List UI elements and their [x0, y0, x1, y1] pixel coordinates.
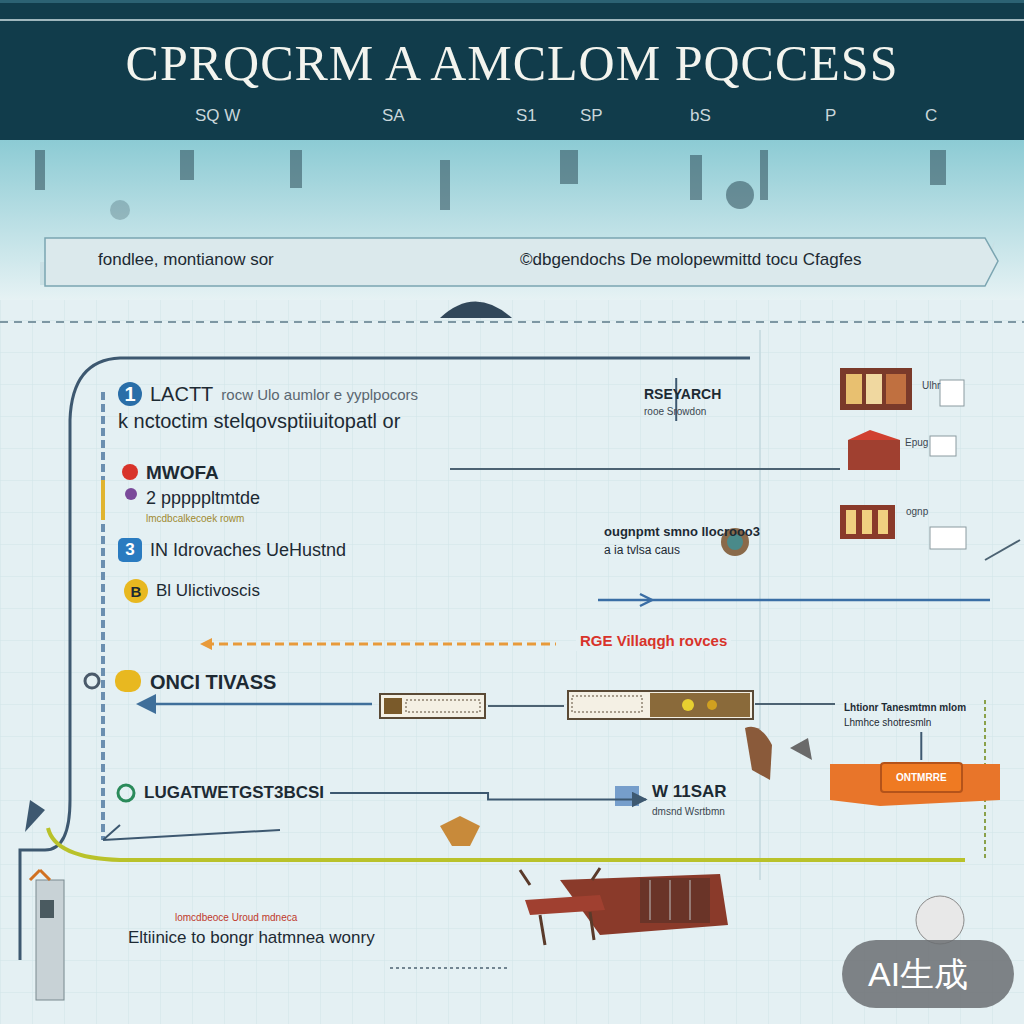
subtitle-mark: SA [382, 106, 405, 126]
subtitle-mark: S1 [516, 106, 537, 126]
process-step: B Bl Ulictivoscis [120, 577, 264, 605]
node-text: k nctoctim stelqovsptiiuitopatl or [118, 410, 708, 433]
research-item: RSEYARCH rooe Srowdon [640, 384, 796, 419]
step-badge: 3 [118, 538, 142, 562]
process-step: ONCI TIVASS [146, 669, 280, 696]
node-text: rocw Ulo aumlor e yyplpocors [221, 386, 418, 403]
node-text: rooe Srowdon [644, 406, 792, 417]
process-step: 3 IN Idrovaches UeHustnd [114, 536, 350, 564]
orange-box: ONTMRRE [880, 762, 963, 793]
subtitle-mark: SQ W [195, 106, 240, 126]
connector [920, 732, 922, 760]
note-label: ©dbgendochs De molopewmittd tocu Cfagfes [520, 250, 861, 270]
subtitle-mark: C [925, 106, 937, 126]
subtitle-mark: P [825, 106, 836, 126]
step-badge: B [124, 579, 148, 603]
note-label: Ulhr [922, 380, 940, 391]
process-step: LUGATWETGST3BCSI [140, 781, 328, 805]
node-text: RSEYARCH [644, 386, 721, 402]
village-label-box: RGE Villaqgh rovces [576, 630, 731, 651]
page-title: CPRQCRM A AMCLOM PQCCESS [0, 34, 1024, 92]
note-label: lomcdbeoce Uroud mdneca [175, 912, 297, 923]
process-step: MWOFA 2 pppppltmtde lmcdbcalkecoek rowm [142, 460, 451, 526]
note-label: ognp [906, 506, 928, 517]
node-text: LACTT [150, 383, 213, 406]
node-text: dmsnd Wsrtbmn [652, 806, 807, 817]
subtitle-mark: bS [690, 106, 711, 126]
note-item: Lhtionr Tanesmtmn mlomLhmhce shotresmln [840, 700, 1024, 730]
subtitle-mark: SP [580, 106, 603, 126]
node-text: 2 pppppltmtde [146, 488, 447, 509]
process-item: ougnpmt smno llocrooo3 a ia tvlsa caus [600, 522, 848, 559]
node-text: ONTMRRE [896, 772, 947, 783]
node-text: LUGATWETGST3BCSI [144, 783, 324, 803]
warehouse-item: W 11SAR dmsnd Wsrtbmn [648, 780, 811, 819]
node-text: Lhtionr Tanesmtmn mlom [844, 702, 966, 713]
node-text: IN Idrovaches UeHustnd [150, 540, 346, 561]
note-label: fondlee, montianow sor [98, 250, 274, 270]
connector [330, 793, 646, 800]
node-text: ONCI TIVASS [150, 671, 276, 694]
node-text: lmcdbcalkecoek rowm [146, 513, 447, 524]
node-text: MWOFA [146, 462, 219, 484]
node-text: Lhmhce shotresmln [844, 717, 1020, 728]
watermark: AI生成 [868, 952, 968, 998]
note-label: Epug [905, 437, 928, 448]
note-label: Eltiinice to bongr hatmnea wonry [128, 928, 375, 948]
node-text: Bl Ulictivoscis [156, 581, 260, 601]
node-text: a ia tvlsa caus [604, 543, 844, 557]
node-text: RGE Villaqgh rovces [580, 632, 727, 649]
step-badge: 1 [118, 382, 142, 406]
node-text: W 11SAR [652, 782, 727, 802]
node-text: ougnpmt smno llocrooo3 [604, 524, 760, 539]
process-step: 1 LACTT rocw Ulo aumlor e yyplpocors k ncto… [114, 380, 712, 435]
